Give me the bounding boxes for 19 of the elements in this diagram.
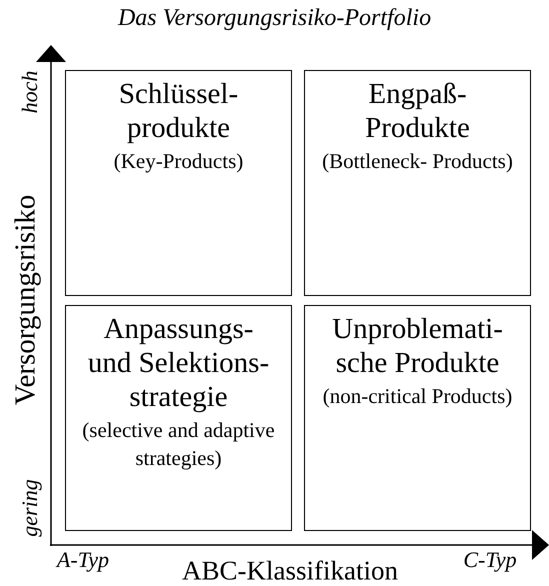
- quadrant-title: Unproblemati- sche Produkte: [331, 312, 504, 380]
- axis-label-vertical: hoch: [19, 70, 41, 114]
- quadrant-subtitle: (selective and adaptive strategies): [81, 417, 276, 472]
- quadrant-box: [304, 305, 531, 531]
- quadrant-box: [304, 70, 531, 296]
- quadrant-title: Anpassungs- und Selektions- strategie: [86, 312, 270, 414]
- axis-label-vertical: Versorgungsrisiko: [12, 194, 40, 406]
- quadrant-box: [65, 305, 292, 531]
- axis-label: ABC-Klassifikation: [182, 558, 398, 584]
- axis-label: A-Typ: [56, 549, 110, 571]
- quadrant-subtitle: (Key-Products): [114, 148, 244, 175]
- quadrant-subtitle: (Bottleneck- Products): [322, 148, 513, 175]
- diagram-title: Das Versorgungsrisiko-Portfolio: [116, 6, 432, 30]
- quadrant-title: Schlüssel- produkte: [118, 77, 240, 145]
- axis-label: C-Typ: [463, 549, 517, 571]
- axis-label-vertical: gering: [19, 479, 41, 537]
- quadrant-subtitle: (non-critical Products): [322, 383, 512, 410]
- quadrant-box: [65, 70, 292, 296]
- quadrant-title: Engpaß- Produkte: [364, 77, 471, 145]
